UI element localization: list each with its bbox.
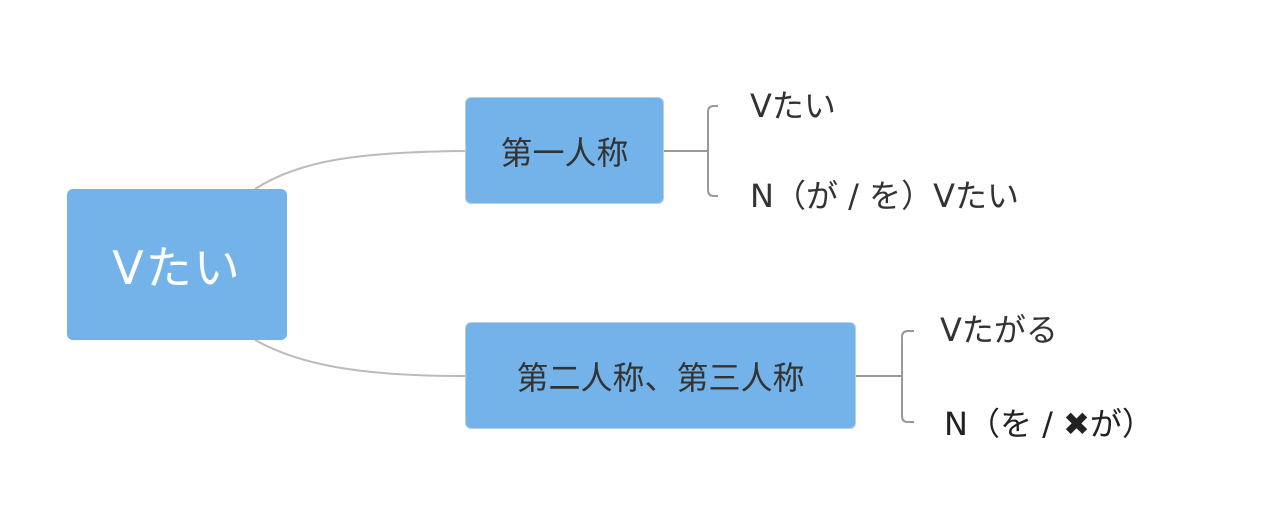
leaf-node: Vたがる <box>940 311 1058 349</box>
leaf-node: Vたい <box>750 87 836 125</box>
branch2-to-leaves-bracket <box>856 330 914 423</box>
branch1-to-leaves-bracket <box>664 105 718 197</box>
leaf-node: N（を / ✖が） <box>944 405 1154 443</box>
root-to-branch1-line <box>254 150 466 190</box>
branch-label: 第一人称 <box>500 133 629 172</box>
branch-label: 第二人称、第三人称 <box>516 358 805 397</box>
root-node: Vたい <box>67 189 287 340</box>
branch-node-first-person: 第一人称 <box>465 97 664 204</box>
leaf-node: N（が / を）Vたい <box>750 177 1019 215</box>
root-label: Vたい <box>112 240 242 295</box>
branch-node-second-third-person: 第二人称、第三人称 <box>465 322 856 429</box>
root-to-branch2-line <box>254 339 466 377</box>
